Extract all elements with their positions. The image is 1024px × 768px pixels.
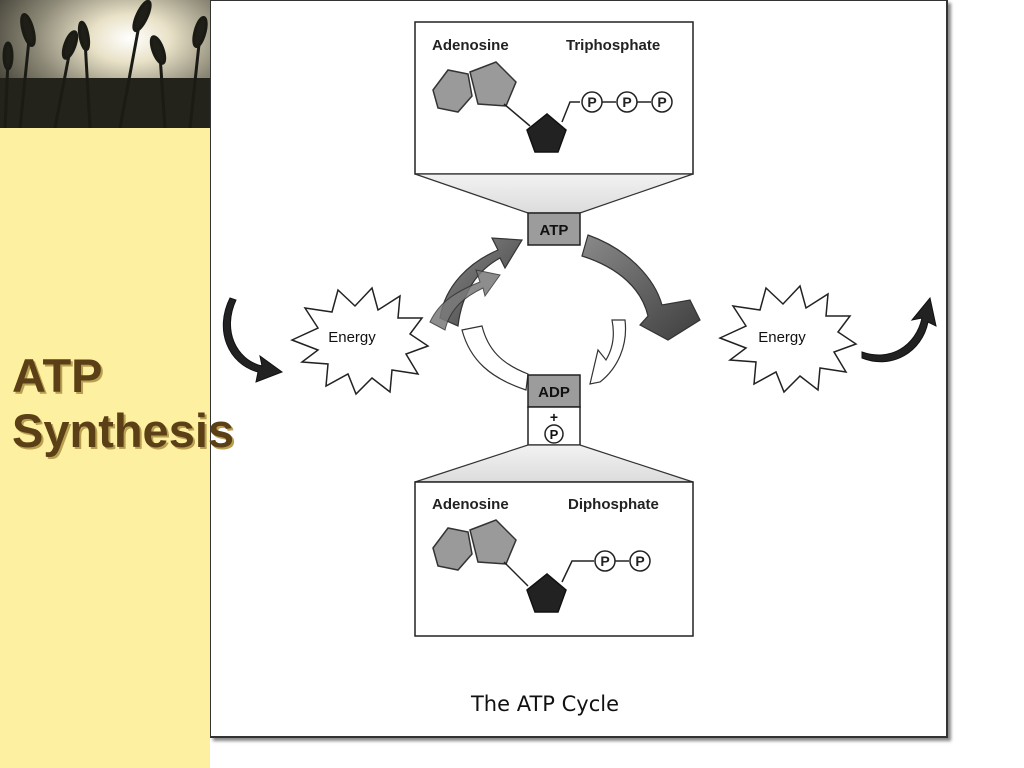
ribose-sugar [526,113,567,153]
energy-output-curved-arrow [861,296,937,363]
phosphate-1-bottom-label: P [600,553,609,569]
diagram-caption: The ATP Cycle [470,692,620,716]
adenine-pentagon [469,61,517,107]
free-phosphate [544,424,564,444]
atp-to-adp-arrow [581,234,701,341]
wheat-field-photo [0,0,210,128]
adenine-hexagon [432,69,473,113]
phosphate-2-top-label: P [622,94,631,110]
energy-left-label: Energy [328,329,376,346]
adp-to-atp-arrow [461,325,529,391]
phosphate-3-top [651,91,673,113]
adenosine-label-bottom: Adenosine [432,496,509,513]
adenine-pentagon-bottom [469,519,517,565]
phosphate-2-bottom [629,550,651,572]
energy-input-arrow-shadow [429,269,501,331]
adp-return-arrowhead [589,319,627,385]
atp-label: ATP [540,222,569,239]
energy-input-curved-arrow [222,297,284,383]
bottom-funnel [414,444,694,483]
adp-box: ADP + P [527,374,581,446]
adp-label: ADP [538,384,570,401]
title-line-2: Synthesis [12,404,235,457]
energy-burst-right: Energy [718,284,858,394]
energy-right-label: Energy [758,329,806,346]
title-line-1: ATP [12,349,103,402]
energy-burst-left: Energy [290,286,430,396]
adenine-hexagon-bottom [432,527,473,571]
phosphate-1-top-label: P [587,94,596,110]
atp-structure-panel: Adenosine Triphosphate P P P [414,21,694,175]
diphosphate-label: Diphosphate [568,496,659,513]
phosphate-3-top-label: P [657,94,666,110]
sidebar-panel [0,0,210,768]
ribose-sugar-bottom [526,573,567,613]
triphosphate-label: Triphosphate [566,37,660,54]
adenosine-label-top: Adenosine [432,37,509,54]
top-funnel [414,173,694,214]
plus-label: + [550,409,558,425]
slide-title: ATP Synthesis [12,348,234,458]
free-phosphate-label: P [550,427,559,442]
phosphate-2-bottom-label: P [635,553,644,569]
adp-structure-panel: Adenosine Diphosphate P P [414,481,694,637]
atp-box: ATP [527,212,581,246]
